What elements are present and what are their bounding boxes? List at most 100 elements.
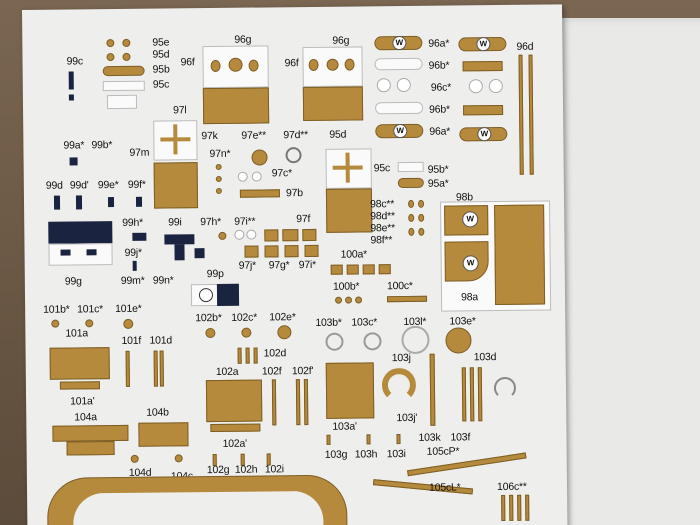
part-piece [418,227,425,236]
part-label: 99n* [152,274,174,287]
part-label: 102b* [195,311,222,325]
part-label: 99c [66,55,83,68]
part-piece [344,58,355,71]
part-piece [234,229,245,240]
left-page: 99c 95e 95d 95b 95c 96f 96g 96f 96g W 96… [22,4,568,525]
part-piece [376,78,391,93]
part-label: 103i [386,448,406,461]
part-label: 106c** [496,480,527,494]
part-piece [241,327,252,338]
part-piece [525,494,530,521]
part-piece [326,434,331,445]
part-label: 102e* [269,311,296,324]
part-piece [49,347,110,380]
part-piece [469,367,475,422]
right-page [556,18,700,525]
part-label: 97g* [268,259,290,272]
w-badge: W [462,255,479,272]
part-piece [215,163,222,170]
w-badge: W [477,127,492,142]
part-label: 102g [206,463,230,477]
part-piece [73,490,324,525]
part-label: 101a' [70,395,95,408]
part-piece [396,434,401,445]
part-piece [418,213,425,222]
part-label: 97e** [241,129,267,142]
part-piece [122,52,131,61]
part-piece [123,318,134,329]
part-piece [237,171,248,182]
part-piece [264,245,279,258]
part-piece [198,288,214,303]
w-badge: W [476,37,491,52]
part-label: 99h* [122,216,144,229]
part-piece [159,350,164,387]
part-piece [302,228,317,242]
part-label: 98f** [370,234,393,247]
part-label: 103a' [332,420,357,433]
part-piece [277,325,292,340]
part-label: 103c* [351,316,378,329]
part-label: 103g [324,448,348,461]
part-piece [164,234,195,245]
part-piece [251,149,268,166]
part-label: 102d [263,347,287,360]
part-piece [488,78,503,94]
part-piece [302,86,364,122]
part-label: 96g [234,33,252,46]
part-piece [68,94,74,101]
part-piece [228,57,243,72]
part-label: 95b [152,63,170,76]
part-label: 105cP* [426,445,460,458]
part-piece [237,347,242,364]
part-label: 100c* [386,279,413,293]
w-badge: W [392,35,407,51]
part-label: 96a* [428,37,450,50]
part-piece [48,221,113,244]
part-piece [102,80,145,92]
part-piece [494,204,546,306]
part-piece [345,296,353,304]
part-label: 98a [460,291,479,304]
part-label: 99b* [91,139,113,152]
part-piece [106,53,115,62]
part-piece [397,161,424,173]
part-label: 99g [64,275,82,288]
part-piece [202,87,270,125]
part-label: 95d [329,128,347,141]
part-piece [308,58,319,72]
part-piece [68,71,74,90]
part-piece [461,367,467,422]
part-label: 103k [418,431,441,444]
part-label: 95c [373,162,391,175]
part-label: 97m [129,146,150,159]
part-label: 96b* [429,103,450,116]
part-piece [363,332,382,351]
part-piece [135,196,143,207]
part-label: 101a [65,327,89,340]
part-piece [517,494,522,521]
part-piece [102,65,145,77]
part-label: 96b* [428,59,450,72]
part-piece [285,147,302,164]
part-piece [429,353,436,426]
part-label: 103e* [449,315,476,328]
part-label: 97b [285,187,303,200]
part-piece [332,165,363,170]
part-piece [51,319,60,328]
part-piece [138,422,189,447]
part-label: 103j' [396,411,418,425]
part-piece [130,454,139,463]
part-piece [284,245,299,258]
part-piece [463,104,504,116]
part-piece [210,423,261,433]
part-piece [282,229,299,242]
part-label: 97f [296,212,311,226]
part-piece [52,424,129,442]
part-piece [160,137,191,142]
part-label: 95a* [427,177,449,190]
part-piece [125,350,130,387]
part-label: 102a' [222,437,247,450]
part-piece [355,296,363,304]
part-piece [381,367,417,403]
